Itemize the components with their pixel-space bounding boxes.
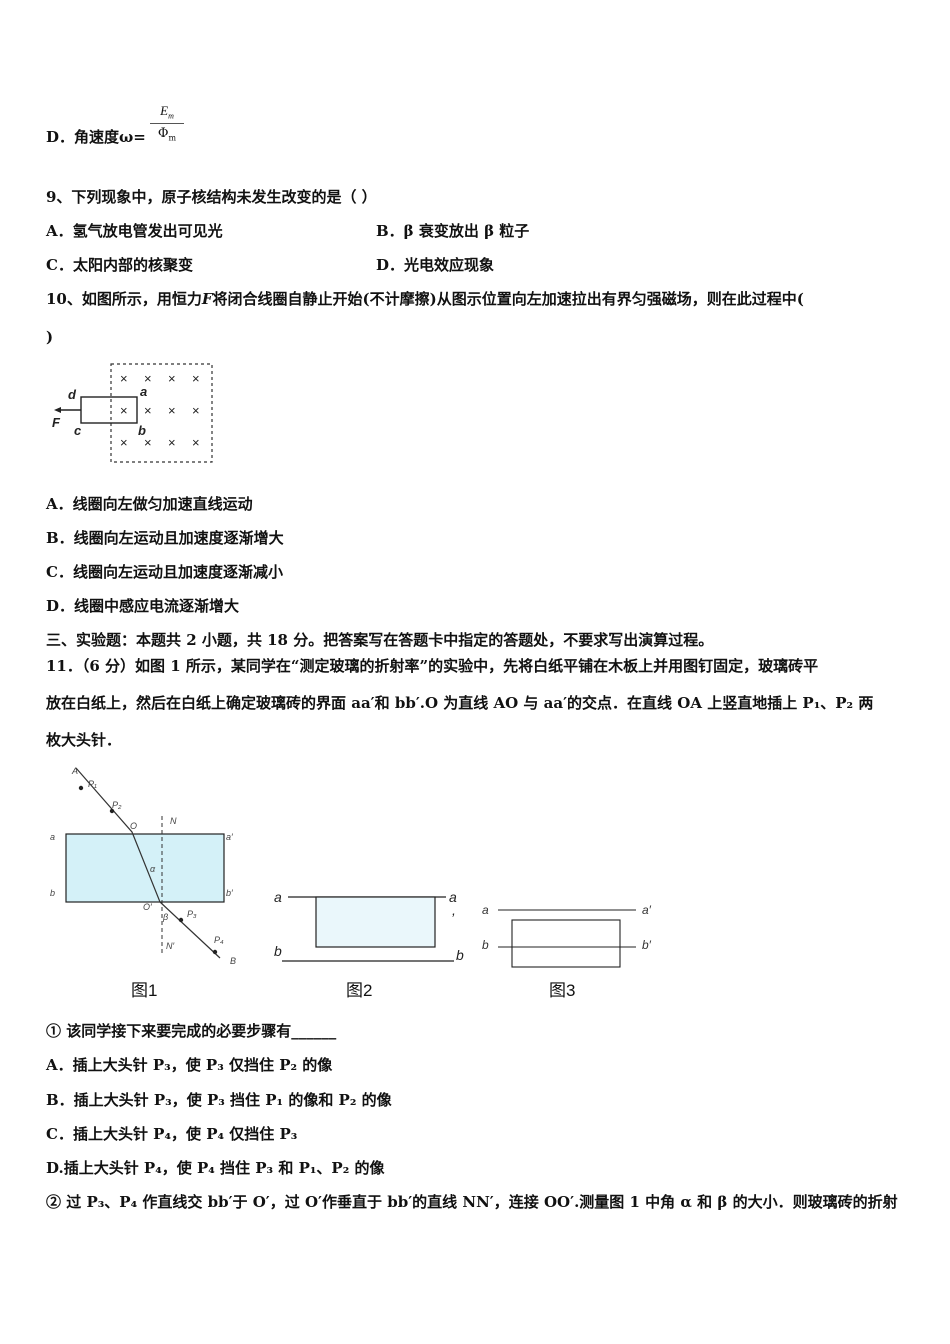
label-B: B (230, 956, 236, 966)
figure-1-caption: 图1 (131, 981, 158, 1000)
label-N: N (170, 816, 177, 826)
field-cross: × (120, 403, 128, 418)
label-A: A (71, 766, 78, 776)
field-cross: × (192, 435, 200, 450)
label-b: b (482, 938, 489, 952)
label-P4: P₄ (214, 935, 224, 945)
q11-option-d: D.插上大头针 P₄，使 P₄ 挡住 P₃ 和 P₁、P₂ 的像 (46, 1159, 385, 1177)
label-comma: , (452, 902, 456, 918)
label-P2: P₂ (112, 800, 122, 810)
label-c: c (74, 423, 82, 438)
light-ray (75, 767, 221, 959)
field-cross: × (144, 435, 152, 450)
q11-sub2: ② 过 P₃、P₄ 作直线交 bb′于 O′，过 O′作垂直于 bb′的直线 N… (46, 1193, 898, 1211)
label-F: F (52, 415, 61, 430)
q10-stem: 10、如图所示，用恒力F将闭合线圈自静止开始(不计摩擦)从图示位置向左加速拉出有… (46, 290, 804, 308)
label-P1: P₁ (88, 779, 97, 789)
q10-option-a: A．线圈向左做匀加速直线运动 (46, 495, 253, 513)
figure-2: a a , b b (274, 889, 464, 963)
figure-2-caption: 图2 (346, 981, 373, 1000)
fraction-numerator: Em (160, 103, 174, 121)
figure-3-caption: 图3 (549, 981, 576, 1000)
q8-option-d-text: 角速度ω= (74, 128, 146, 146)
label-a: a (140, 384, 147, 399)
field-cross: × (168, 403, 176, 418)
q10-stem-force: F (201, 290, 213, 308)
label-b: b (138, 423, 146, 438)
q9-option-b: B．β 衰变放出 β 粒子 (376, 222, 530, 240)
q9-stem: 9、下列现象中，原子核结构未发生改变的是（ ） (46, 188, 377, 206)
label-P3: P₃ (187, 909, 197, 919)
label-a-prime: a′ (226, 832, 233, 842)
q9-option-d: D．光电效应现象 (376, 256, 495, 274)
q8-option-d: D．角速度ω= (46, 127, 146, 147)
glass-block (315, 896, 436, 948)
field-cross: × (192, 371, 200, 386)
pin-p3 (178, 917, 184, 923)
pin-p2 (109, 808, 115, 814)
label-O-prime: O′ (143, 902, 152, 912)
label-b-prime: b′ (642, 938, 652, 952)
field-cross: × (168, 371, 176, 386)
fraction-bar (150, 122, 184, 124)
q11-stem-line1: 11．（6 分）如图 1 所示，某同学在“测定玻璃的折射率”的实验中，先将白纸平… (46, 657, 819, 675)
q11-option-b: B．插上大头针 P₃，使 P₃ 挡住 P₁ 的像和 P₂ 的像 (46, 1091, 392, 1109)
q11-stem-line2: 放在白纸上，然后在白纸上确定玻璃砖的界面 aa′和 bb′.O 为直线 AO 与… (46, 694, 874, 712)
label-a-prime: a′ (642, 903, 652, 917)
label-N-prime: N′ (166, 941, 174, 951)
coil-loop (80, 396, 138, 424)
q10-figure: × × × × × × × × × × × × d a F c b (52, 363, 213, 463)
q8-fraction: Em Φm (150, 103, 184, 142)
field-cross: × (144, 371, 152, 386)
q11-option-c: C．插上大头针 P₄，使 P₄ 仅挡住 P₃ (46, 1125, 298, 1143)
label-alpha: α (150, 864, 156, 874)
field-crosses: × × × × × × × × × × × × (120, 371, 200, 450)
label-b2: b (456, 947, 464, 963)
fraction-denominator: Φm (157, 125, 177, 143)
label-beta: β (162, 912, 168, 922)
pin-p4 (212, 949, 218, 955)
section-3-heading: 三、实验题：本题共 2 小题，共 18 分。把答案写在答题卡中指定的答题处，不要… (46, 631, 714, 649)
q9-option-c: C．太阳内部的核聚变 (46, 256, 193, 274)
q11-stem-line3: 枚大头针． (46, 731, 122, 749)
q10-stem-close: ) (46, 328, 54, 346)
q8-option-d-prefix: D． (46, 128, 75, 146)
label-d: d (68, 387, 77, 402)
label-a: a (274, 889, 282, 905)
label-O: O (130, 821, 137, 831)
field-cross: × (144, 403, 152, 418)
label-a: a (50, 832, 55, 842)
label-b-prime: b′ (226, 888, 233, 898)
q11-sub1: ① 该同学接下来要完成的必要步骤有______ (46, 1022, 337, 1040)
q10-option-c: C．线圈向左运动且加速度逐渐减小 (46, 563, 283, 581)
pin-p1 (78, 785, 84, 791)
figure-3: a a′ b b′ (482, 903, 652, 968)
q9-option-a: A．氢气放电管发出可见光 (46, 222, 223, 240)
label-a2: a (449, 889, 457, 905)
label-b: b (274, 943, 282, 959)
glass-block (511, 919, 621, 968)
label-a: a (482, 903, 489, 917)
q11-option-a: A．插上大头针 P₃，使 P₃ 仅挡住 P₂ 的像 (46, 1056, 333, 1074)
figure-1: A P₁ P₂ O N a a′ b b′ α β O′ P₃ P₄ N′ B (50, 766, 236, 966)
glass-block (65, 833, 225, 903)
label-b: b (50, 888, 55, 898)
q10-option-d: D．线圈中感应电流逐渐增大 (46, 597, 240, 615)
field-cross: × (120, 435, 128, 450)
force-arrowhead (54, 407, 61, 413)
field-cross: × (120, 371, 128, 386)
field-cross: × (168, 435, 176, 450)
magnetic-field-region (110, 363, 213, 463)
field-cross: × (192, 403, 200, 418)
q10-option-b: B．线圈向左运动且加速度逐渐增大 (46, 529, 284, 547)
